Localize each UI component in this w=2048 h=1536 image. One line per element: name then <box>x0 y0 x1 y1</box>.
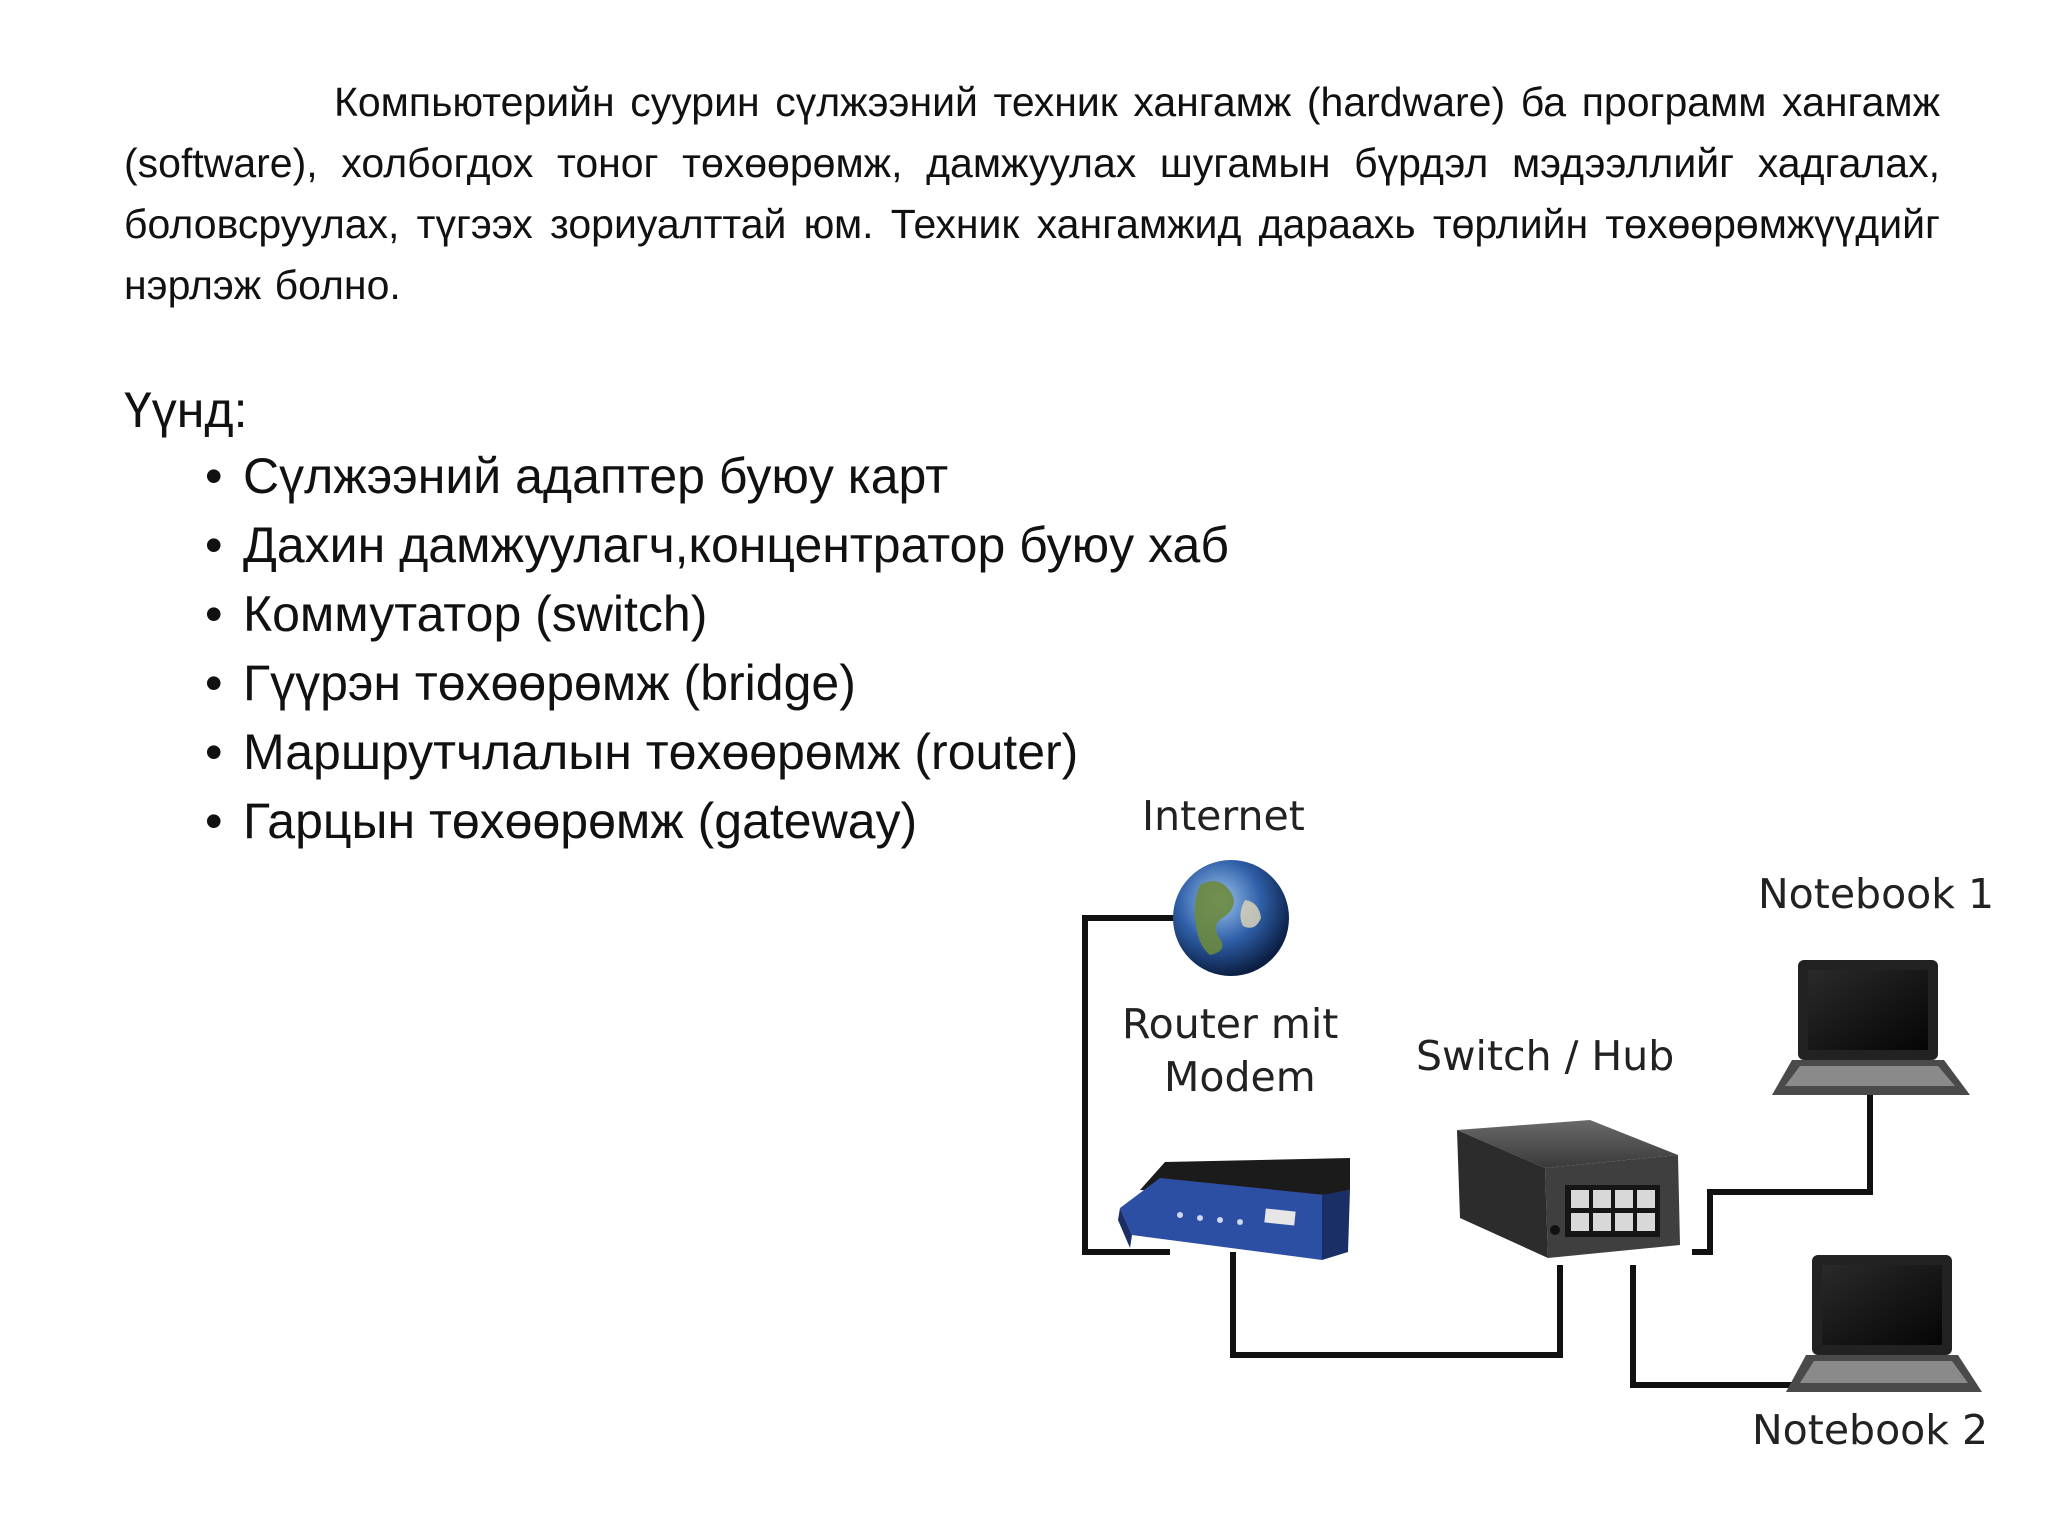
notebook1-icon <box>1772 960 1970 1095</box>
cable-switch-notebook2 <box>1630 1265 1800 1388</box>
bullet: • <box>205 448 223 504</box>
switch-icon <box>1457 1120 1680 1258</box>
globe-icon <box>1173 860 1289 976</box>
bullet: • <box>205 655 223 711</box>
list-item-text: Маршрутчлалын төхөөрөмж (router) <box>243 724 1079 780</box>
list-item-text: Сүлжээний адаптер буюу карт <box>243 448 949 504</box>
list-item: • Гүүрэн төхөөрөмж (bridge) <box>205 649 1229 718</box>
notebook1-label: Notebook 1 <box>1758 870 1994 918</box>
bullet: • <box>205 517 223 573</box>
router-icon <box>1118 1158 1350 1260</box>
list-item-text: Гарцын төхөөрөмж (gateway) <box>243 793 918 849</box>
bullet: • <box>205 793 223 849</box>
list-item-text: Гүүрэн төхөөрөмж (bridge) <box>243 655 856 711</box>
bullet: • <box>205 586 223 642</box>
network-diagram-svg: Internet Router mit Modem Switch / Hub <box>1082 792 1994 1454</box>
cable-router-switch <box>1230 1252 1563 1358</box>
list-item: • Маршрутчлалын төхөөрөмж (router) <box>205 718 1229 787</box>
router-label-line1: Router mit <box>1122 1000 1338 1048</box>
hardware-list: • Сүлжээний адаптер буюу карт • Дахин дамж… <box>205 442 1229 856</box>
cable-internet-router <box>1082 915 1176 1255</box>
router-label-line2: Modem <box>1164 1053 1316 1101</box>
intro-paragraph: Компьютерийн суурин сүлжээний техник хан… <box>124 79 1940 308</box>
list-heading: Үүнд: <box>124 382 248 438</box>
list-item-text: Коммутатор (switch) <box>243 586 708 642</box>
notebook2-label: Notebook 2 <box>1752 1406 1988 1454</box>
bullet: • <box>205 724 223 780</box>
notebook2-icon <box>1786 1255 1982 1392</box>
list-item: • Дахин дамжуулагч,концентратор буюу хаб <box>205 511 1229 580</box>
list-item-text: Дахин дамжуулагч,концентратор буюу хаб <box>243 517 1229 573</box>
switch-label: Switch / Hub <box>1416 1032 1674 1080</box>
list-item: • Сүлжээний адаптер буюу карт <box>205 442 1229 511</box>
internet-label: Internet <box>1142 792 1305 840</box>
cable-switch-notebook1 <box>1692 1088 1873 1255</box>
network-diagram: Internet Router mit Modem Switch / Hub <box>1060 790 2048 1520</box>
list-item: • Гарцын төхөөрөмж (gateway) <box>205 787 1229 856</box>
list-item: • Коммутатор (switch) <box>205 580 1229 649</box>
network-cables <box>1082 915 1873 1388</box>
